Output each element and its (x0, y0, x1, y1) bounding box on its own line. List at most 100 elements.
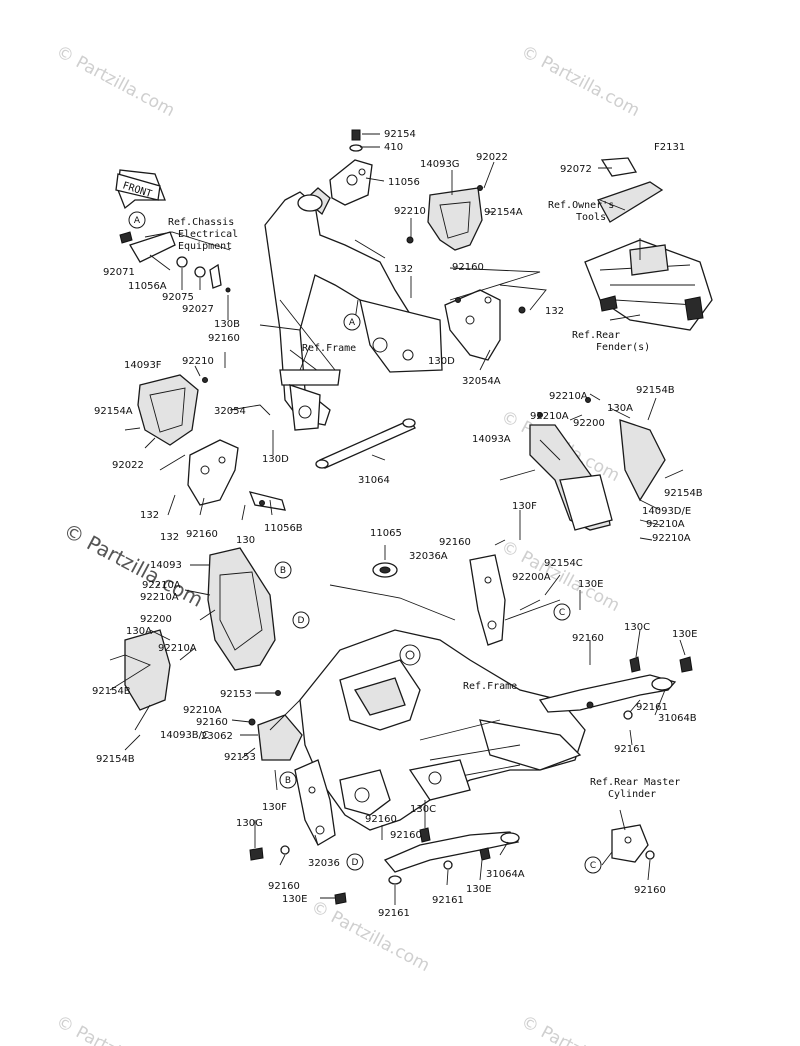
part-label: 92210A (549, 391, 588, 402)
lower-frame (299, 629, 586, 831)
watermark: © Partzilla.com (518, 42, 643, 121)
part-label: 32036 (308, 858, 340, 869)
part-label: 92075 (162, 292, 194, 303)
figure-code: F2131 (654, 142, 685, 153)
part-label: 92160 (390, 830, 422, 841)
part-label: 130E (578, 579, 603, 590)
part-label: 32054A (462, 376, 501, 387)
part-label: 92154A (484, 207, 523, 218)
part-label: 92161 (614, 744, 646, 755)
part-label: 92154C (544, 558, 583, 569)
part-label: 130A (126, 626, 152, 637)
bushing-11065 (372, 562, 398, 578)
part-label: 92161 (636, 702, 668, 713)
reference-note-line: Cylinder (608, 789, 656, 800)
callout-letter: C (590, 861, 596, 871)
part-label: 92200 (140, 614, 172, 625)
part-label: 11056A (128, 281, 167, 292)
cover-14093 (124, 547, 276, 711)
part-label: 92160 (208, 333, 240, 344)
part-label: 92161 (432, 895, 464, 906)
bracket-32054a (444, 289, 526, 361)
part-label: 92210A (183, 705, 222, 716)
part-label: 92154A (94, 406, 133, 417)
part-label: 410 (384, 142, 403, 153)
part-label: 92210A (142, 580, 181, 591)
reference-note-line: Fender(s) (596, 342, 650, 353)
cover-14093f (137, 374, 208, 446)
part-label: 11056B (264, 523, 303, 534)
part-label: 14093B/C (160, 730, 209, 741)
reference-note-line: Ref.Frame (463, 681, 517, 692)
part-label: 92160 (268, 881, 300, 892)
cover-14093g (406, 185, 483, 251)
bracket-32036 (249, 759, 336, 861)
plate-23062 (248, 690, 303, 761)
part-label: 92161 (378, 908, 410, 919)
part-label: 32036A (409, 551, 448, 562)
part-label: 130C (410, 804, 436, 815)
part-label: 130E (282, 894, 307, 905)
lever-31064b (538, 656, 693, 720)
part-label: 92022 (476, 152, 508, 163)
part-label: 92210A (646, 519, 685, 530)
part-label: 132 (394, 264, 413, 275)
reference-note-line: Ref.Rear Master (590, 777, 680, 788)
part-label: 92027 (182, 304, 214, 315)
part-label: 92160 (439, 537, 471, 548)
part-number-labels: 92154 410 11056 14093G 92022 92072 92210… (92, 129, 703, 919)
part-label: 32054 (214, 406, 246, 417)
rear-fender (584, 239, 713, 331)
callout-letter: B (285, 776, 291, 786)
part-label: 92210A (158, 643, 197, 654)
part-label: 92210 (394, 206, 426, 217)
part-label: 92154 (384, 129, 416, 140)
part-label: 130F (262, 802, 287, 813)
reference-note-line: Electrical (178, 229, 238, 240)
reference-note-line: Ref.Rear (572, 330, 620, 341)
master-cylinder-bracket (611, 824, 655, 863)
part-label: 11056 (388, 177, 420, 188)
part-label: 14093G (420, 159, 460, 170)
part-label: 14093 (150, 560, 182, 571)
part-label: 132 (140, 510, 159, 521)
part-label: 130G (236, 818, 263, 829)
watermark: © Partzilla.com (53, 42, 178, 121)
reference-note-line: Tools (576, 212, 606, 223)
part-label: 92210A (652, 533, 691, 544)
chassis-electrical-bracket (119, 231, 231, 293)
part-label: 92160 (572, 633, 604, 644)
reference-note-line: Ref.Owner's (548, 200, 614, 211)
part-label: 130A (607, 403, 633, 414)
watermark: © Partzilla.com (518, 1012, 643, 1046)
part-label: 130D (262, 454, 289, 465)
tool-pouch (597, 157, 664, 223)
lever-31064a (334, 827, 520, 905)
part-label: 14093F (124, 360, 162, 371)
callout-letter: B (280, 566, 286, 576)
part-label: 92153 (224, 752, 256, 763)
reference-notes: Ref.Chassis Electrical Equipment Ref.Fra… (168, 200, 680, 800)
part-label: 92160 (452, 262, 484, 273)
leader-lines (109, 133, 686, 905)
part-label: 31064 (358, 475, 390, 486)
reference-note-line: Ref.Frame (302, 343, 356, 354)
part-label: 92210 (182, 356, 214, 367)
top-mount-bracket (329, 129, 373, 206)
part-label: 31064A (486, 869, 525, 880)
part-label: 92210A (140, 592, 179, 603)
part-label: 14093A (472, 434, 511, 445)
part-label: 92160 (186, 529, 218, 540)
callout-letter: C (559, 608, 565, 618)
part-label: 92153 (220, 689, 252, 700)
part-label: 92154B (92, 686, 131, 697)
part-label: 92154B (664, 488, 703, 499)
watermark: © Partzilla.com (53, 1012, 178, 1046)
reference-note-line: Equipment (178, 241, 232, 252)
part-label: 31064B (658, 713, 697, 724)
part-label: 92160 (196, 717, 228, 728)
part-label: 92022 (112, 460, 144, 471)
part-label: 92200A (512, 572, 551, 583)
